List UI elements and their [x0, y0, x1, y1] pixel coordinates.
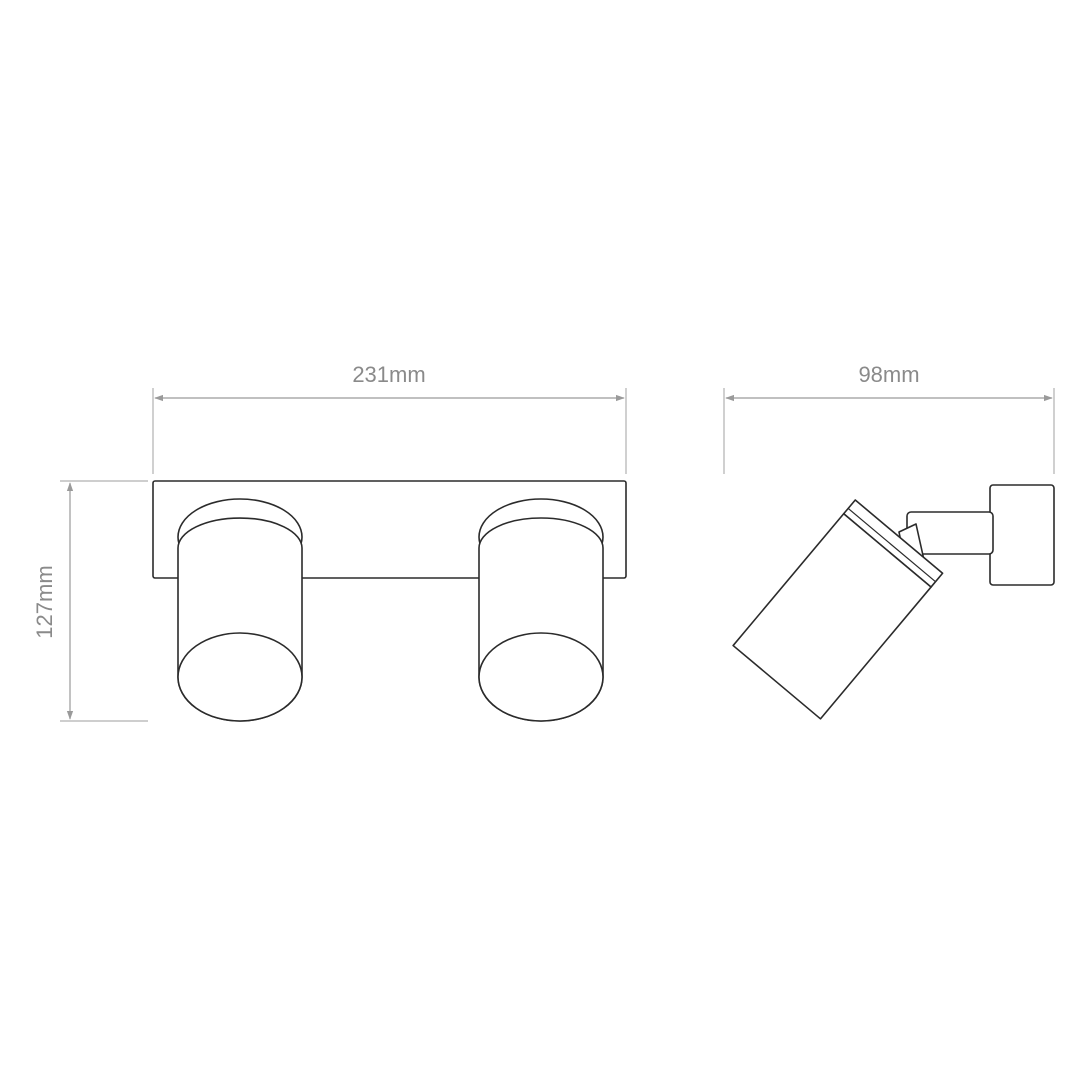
left-lens-face	[177, 632, 303, 722]
right-lens-face	[478, 632, 604, 722]
height-dimension: 127mm	[32, 480, 148, 722]
left-spotlight	[177, 498, 303, 722]
side-view	[732, 484, 1055, 720]
depth-dimension-label: 98mm	[858, 362, 919, 387]
side-spotlight-body	[732, 512, 932, 720]
side-spotlight	[732, 499, 944, 720]
height-dimension-label: 127mm	[32, 565, 57, 638]
width-dimension-label: 231mm	[352, 362, 425, 387]
side-wall-mount	[989, 484, 1055, 586]
width-dimension: 231mm	[152, 362, 627, 474]
right-spotlight	[478, 498, 604, 722]
front-view	[152, 480, 627, 722]
depth-dimension: 98mm	[723, 362, 1055, 474]
